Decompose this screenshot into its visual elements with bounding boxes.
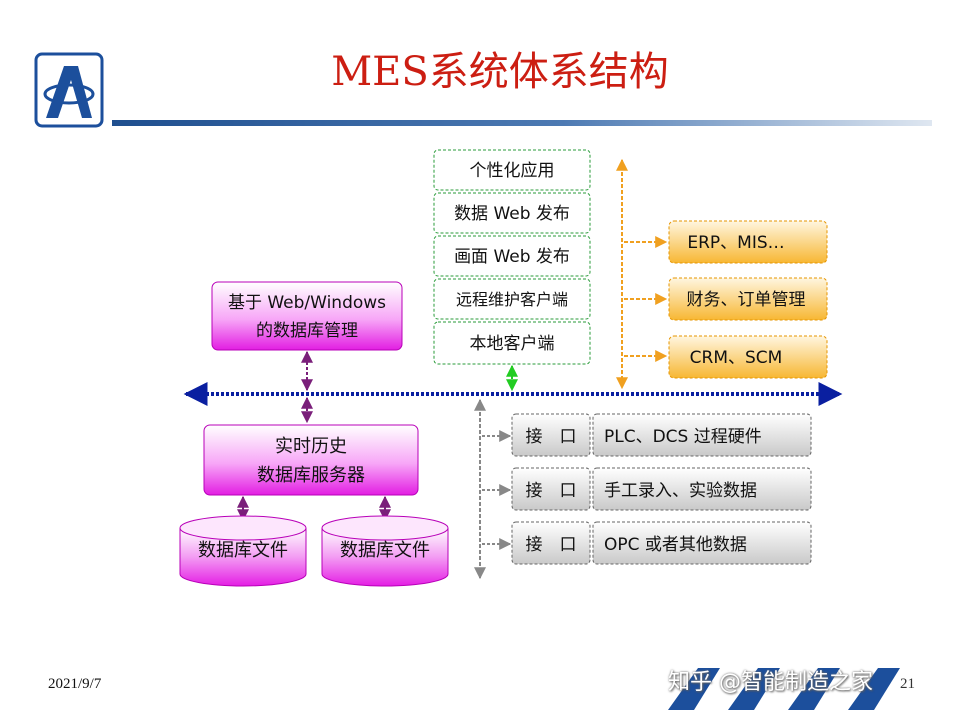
company-logo	[34, 52, 104, 128]
watermark: 知乎 @智能制造之家	[668, 670, 873, 695]
external-box-erp	[668, 220, 828, 264]
page-title: MES系统体系结构	[331, 49, 669, 95]
interface-source-box-1	[592, 413, 812, 457]
app-label-local: 本地客户端	[470, 334, 555, 354]
db-management-line-2: 的数据库管理	[256, 321, 358, 341]
app-box-data-web	[433, 192, 591, 234]
app-column: 个性化应用 数据 Web 发布 画面 Web 发布 远程维护客户端 本地客户端	[433, 149, 591, 365]
interface-source-label-2: 手工录入、实验数据	[604, 481, 757, 501]
app-label-screen-web: 画面 Web 发布	[454, 247, 570, 267]
db-management-box	[211, 281, 403, 351]
rtdb-line-2: 数据库服务器	[257, 465, 365, 486]
page-number: 21	[900, 676, 915, 692]
db-file-cylinder-2	[321, 515, 449, 587]
interface-port-label-3: 接 口	[526, 535, 577, 555]
db-management-line-1: 基于 Web/Windows	[228, 293, 386, 313]
app-box-screen-web	[433, 235, 591, 277]
interface-port-box-3	[511, 521, 591, 565]
db-file-cylinder-1	[179, 515, 307, 587]
interface-port-label-1: 接 口	[526, 427, 577, 447]
rtdb-line-1: 实时历史	[275, 436, 347, 457]
db-file-label-2: 数据库文件	[340, 540, 430, 561]
app-box-local	[433, 321, 591, 365]
app-label-remote: 远程维护客户端	[456, 290, 568, 309]
app-box-personal	[433, 149, 591, 191]
app-label-personal: 个性化应用	[470, 161, 555, 181]
app-box-remote	[433, 278, 591, 320]
external-label-erp: ERP、MIS…	[687, 233, 784, 253]
external-box-crm	[668, 335, 828, 379]
interface-source-label-1: PLC、DCS 过程硬件	[604, 427, 762, 447]
interface-source-label-3: OPC 或者其他数据	[604, 535, 747, 555]
rtdb-server-box	[203, 424, 419, 496]
interface-source-box-3	[592, 521, 812, 565]
app-label-data-web: 数据 Web 发布	[454, 204, 570, 224]
external-label-crm: CRM、SCM	[690, 348, 783, 368]
interface-port-label-2: 接 口	[526, 481, 577, 501]
interface-port-box-2	[511, 467, 591, 511]
external-box-finance	[668, 277, 828, 321]
db-file-label-1: 数据库文件	[198, 540, 288, 561]
interface-source-box-2	[592, 467, 812, 511]
title-underline	[112, 120, 932, 126]
footer-date: 2021/9/7	[48, 676, 102, 692]
footer-logo	[668, 668, 900, 710]
external-label-finance: 财务、订单管理	[687, 290, 806, 310]
interface-port-box-1	[511, 413, 591, 457]
